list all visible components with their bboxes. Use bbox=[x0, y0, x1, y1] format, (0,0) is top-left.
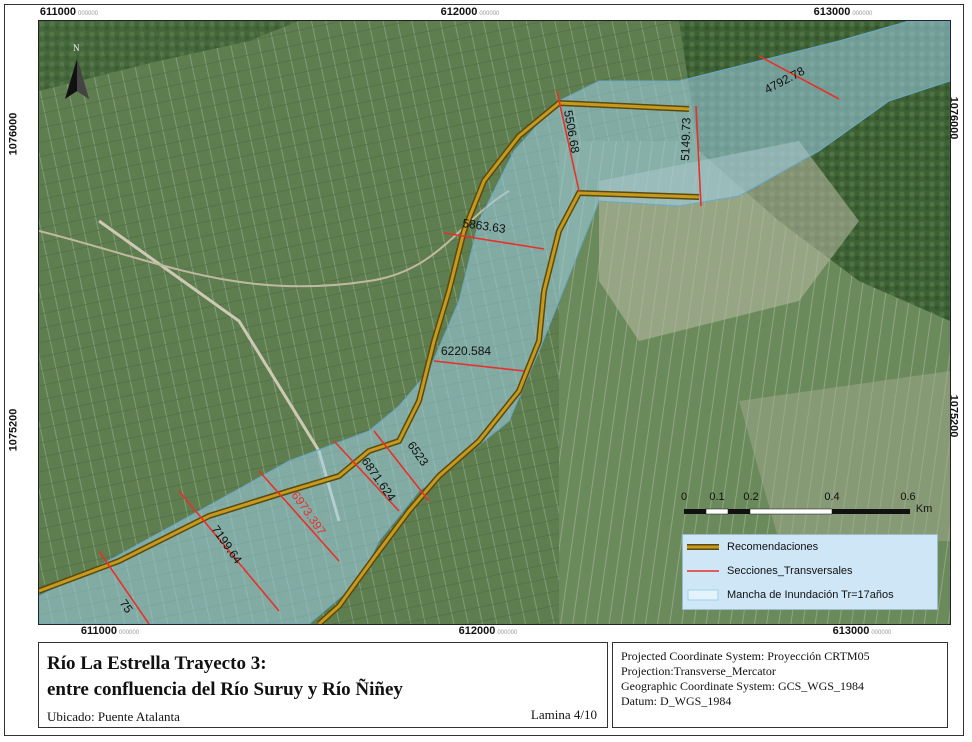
north-label: N bbox=[73, 43, 80, 53]
legend-label-secciones: Secciones_Transversales bbox=[727, 565, 853, 577]
legend-label-recomendaciones: Recomendaciones bbox=[727, 541, 819, 553]
scale-label-0: 0 bbox=[680, 491, 688, 503]
legend-symbol-mancha bbox=[687, 589, 719, 601]
info-projection: Projection:Transverse_Mercator bbox=[621, 664, 776, 678]
section-line-10 bbox=[98, 550, 150, 624]
info-geographic-cs: Geographic Coordinate System: GCS_WGS_19… bbox=[621, 679, 864, 693]
clearing-patch-2 bbox=[739, 371, 950, 541]
legend-symbol-recomendaciones bbox=[687, 541, 719, 553]
coord-left-2: 1075200 bbox=[7, 408, 20, 452]
title-box: Río La Estrella Trayecto 3: entre conflu… bbox=[38, 642, 608, 728]
coordinate-info-box: Projected Coordinate System: Proyección … bbox=[612, 642, 948, 728]
map-title-line1: Río La Estrella Trayecto 3: bbox=[47, 653, 267, 674]
section-line-1 bbox=[758, 55, 840, 100]
legend-symbol-secciones bbox=[687, 565, 719, 577]
coord-left-1: 1076000 bbox=[7, 112, 20, 156]
info-datum: Datum: D_WGS_1984 bbox=[621, 694, 732, 708]
section-line-7 bbox=[333, 440, 400, 512]
north-arrow: N bbox=[65, 43, 89, 99]
scale-label-2: 0.2 bbox=[743, 491, 759, 503]
section-label-5: 6220.584 bbox=[441, 344, 491, 358]
map-sheet-number: Lamina 4/10 bbox=[530, 707, 597, 722]
section-line-6 bbox=[373, 430, 430, 502]
scale-label-3: 0.4 bbox=[824, 491, 840, 503]
legend-item-recomendaciones: Recomendaciones bbox=[687, 537, 818, 557]
section-line-8 bbox=[258, 470, 340, 562]
recomendaciones-south-inner bbox=[317, 191, 700, 624]
section-line-2 bbox=[556, 90, 580, 192]
section-label-4: 5863.63 bbox=[462, 216, 507, 236]
scale-bar bbox=[684, 508, 910, 515]
scale-label-1: 0.1 bbox=[709, 491, 725, 503]
section-line-4 bbox=[443, 232, 545, 250]
forest-patch-nw bbox=[39, 21, 299, 91]
section-line-5 bbox=[433, 360, 525, 372]
scale-unit: Km bbox=[915, 503, 933, 515]
legend-item-secciones: Secciones_Transversales bbox=[687, 561, 853, 581]
map-title-line2: entre confluencia del Río Suruy y Río Ñi… bbox=[47, 679, 403, 700]
scale-label-4: 0.6 bbox=[900, 491, 916, 503]
section-label-3: 5149.73 bbox=[678, 117, 694, 161]
legend: Recomendaciones Secciones_Transversales … bbox=[682, 534, 938, 610]
legend-label-mancha: Mancha de Inundación Tr=17años bbox=[727, 589, 894, 601]
info-projected-cs: Projected Coordinate System: Proyección … bbox=[621, 649, 870, 663]
legend-item-mancha: Mancha de Inundación Tr=17años bbox=[687, 585, 894, 605]
section-line-3 bbox=[695, 105, 702, 207]
recomendaciones-north-inner bbox=[39, 101, 690, 593]
section-line-9 bbox=[178, 490, 280, 612]
map-location: Ubicado: Puente Atalanta bbox=[47, 709, 180, 724]
